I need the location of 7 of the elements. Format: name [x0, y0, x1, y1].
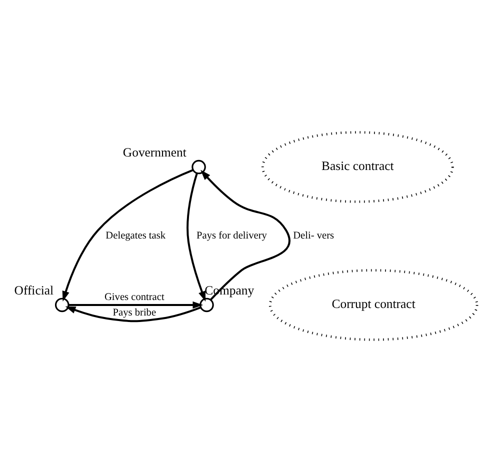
node-label: Official — [14, 283, 54, 298]
edge-label: Gives contract — [104, 291, 164, 302]
edge-label: Pays bribe — [112, 307, 156, 318]
edge-label: Pays for delivery — [196, 230, 267, 242]
edge-label: Delegates task — [106, 230, 166, 242]
node-label: Government — [122, 145, 186, 160]
edge-label: Deli- vers — [293, 230, 334, 242]
